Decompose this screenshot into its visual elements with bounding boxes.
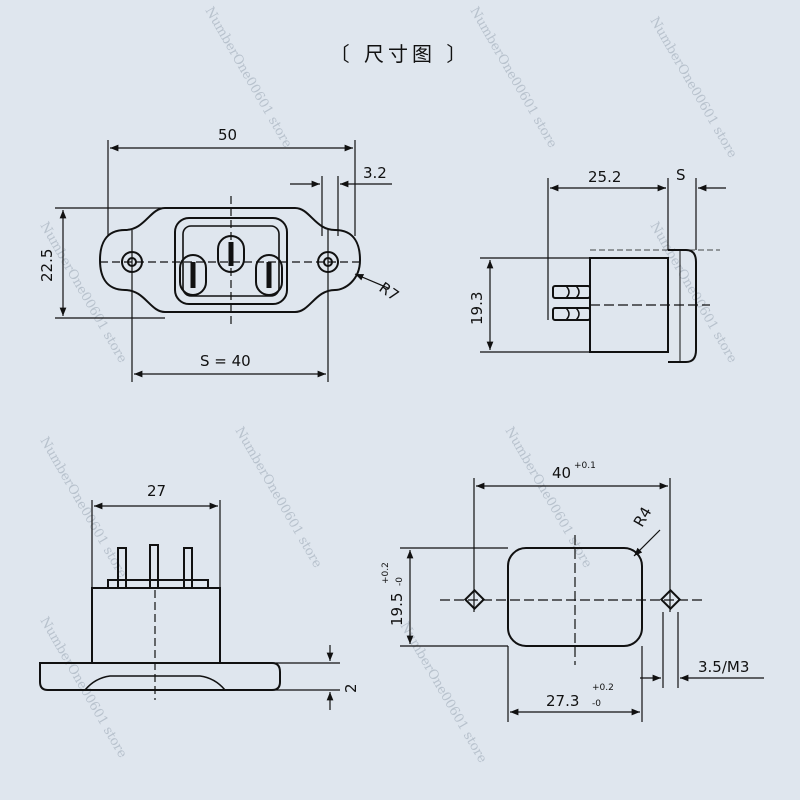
bottom-labels: 27 2: [147, 482, 360, 693]
front-width-label: 50: [218, 126, 237, 144]
watermarks: NumberOne00601 store NumberOne00601 stor…: [37, 5, 740, 766]
cutout-height-tol-bottom: -0: [395, 577, 405, 586]
page-title: 〔 尺寸图 〕: [329, 42, 471, 66]
side-depth-label: 25.2: [588, 168, 621, 186]
watermark-4: NumberOne00601 store: [37, 220, 130, 366]
cutout-height-tol-top: +0.2: [381, 562, 391, 584]
watermark-3: NumberOne00601 store: [647, 15, 740, 161]
watermark-1: NumberOne00601 store: [202, 5, 295, 151]
watermark-2: NumberOne00601 store: [467, 5, 560, 151]
cutout-hole-left: [463, 588, 486, 611]
cutout-width-label: 40: [552, 464, 571, 482]
side-labels: 25.2 S 19.3: [468, 166, 686, 325]
cutout-dimensions: [400, 478, 764, 722]
cutout-view: [463, 547, 682, 647]
front-pin-right: [255, 254, 283, 296]
bottom-dimensions: [91, 500, 340, 710]
side-dimensions: [480, 178, 726, 353]
front-pin-left: [179, 254, 207, 296]
cutout-inner-tol-top: +0.2: [592, 683, 614, 693]
watermark-6: NumberOne00601 store: [37, 435, 130, 581]
front-view: [98, 207, 362, 313]
cutout-radius-label: R4: [630, 504, 656, 530]
cutout-hole-label: 3.5/M3: [698, 658, 749, 676]
bottom-width-label: 27: [147, 482, 166, 500]
cutout-hole-right: [659, 588, 682, 611]
bottom-view: [39, 544, 281, 691]
side-flange-label: S: [676, 166, 686, 184]
bottom-base-plate: [107, 579, 209, 588]
front-spacing-label: S = 40: [200, 352, 251, 370]
side-flange: [668, 249, 697, 363]
cutout-inner-tol-bottom: -0: [592, 699, 601, 709]
bottom-body: [91, 587, 221, 664]
front-flange-outline: [98, 207, 362, 313]
bottom-pin-center: [149, 544, 159, 589]
watermark-7: NumberOne00601 store: [232, 425, 325, 571]
front-radius-label: R7: [376, 279, 403, 305]
bottom-thickness-label: 2: [342, 683, 360, 693]
bottom-pin-right: [183, 547, 193, 589]
front-labels: 50 3.2 22.5 R7 S = 40: [38, 126, 402, 370]
side-terminal-top: [552, 285, 591, 299]
bottom-flange: [39, 662, 281, 691]
cutout-width-tolerance: +0.1: [574, 461, 596, 471]
cutout-opening: [507, 547, 643, 647]
front-offset-label: 3.2: [363, 164, 387, 182]
cutout-height-label: 19.5: [388, 593, 406, 626]
side-body: [589, 257, 669, 353]
front-height-label: 22.5: [38, 249, 56, 282]
side-terminal-bottom: [552, 307, 591, 321]
front-dimensions: [55, 140, 392, 382]
watermark-9: NumberOne00601 store: [37, 615, 130, 761]
side-height-label: 19.3: [468, 292, 486, 325]
watermark-5: NumberOne00601 store: [647, 220, 740, 366]
cutout-inner-label: 27.3: [546, 692, 579, 710]
